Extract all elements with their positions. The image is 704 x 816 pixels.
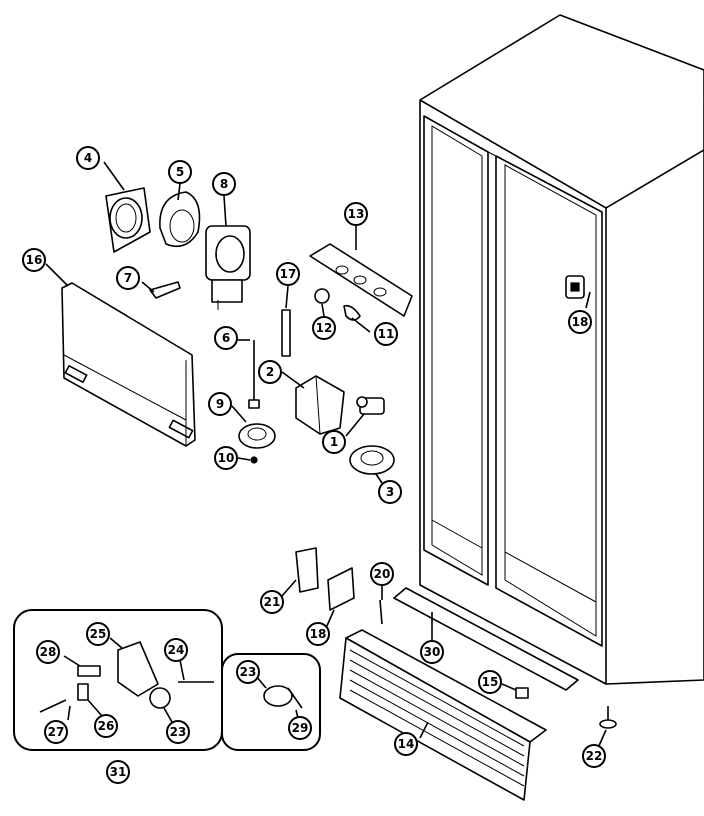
svg-text:6: 6 xyxy=(222,331,230,345)
callout-18-cabinet: 18 xyxy=(568,310,592,334)
callout-16: 16 xyxy=(22,248,46,272)
callout-13: 13 xyxy=(344,202,368,226)
svg-text:28: 28 xyxy=(40,645,57,659)
hinge-plate-25 xyxy=(117,641,159,697)
svg-text:16: 16 xyxy=(26,253,43,267)
shim-28 xyxy=(77,665,101,677)
callout-5: 5 xyxy=(168,160,192,184)
grommet-part xyxy=(238,423,276,449)
svg-text:24: 24 xyxy=(168,643,185,657)
svg-text:12: 12 xyxy=(316,321,333,335)
callout-11: 11 xyxy=(374,322,398,346)
fan-shroud-part xyxy=(105,187,151,253)
roller-23a xyxy=(149,687,171,709)
fan-grille-part xyxy=(159,191,201,248)
roller-23b xyxy=(263,685,293,707)
callout-12: 12 xyxy=(312,316,336,340)
callout-31: 31 xyxy=(106,760,130,784)
svg-text:15: 15 xyxy=(482,675,499,689)
callout-28: 28 xyxy=(36,640,60,664)
svg-text:10: 10 xyxy=(218,451,235,465)
callout-30: 30 xyxy=(420,640,444,664)
callout-3: 3 xyxy=(378,480,402,504)
svg-text:27: 27 xyxy=(48,725,65,739)
callout-17: 17 xyxy=(276,262,300,286)
callout-22: 22 xyxy=(582,744,606,768)
svg-text:23: 23 xyxy=(240,665,257,679)
toe-rail-part xyxy=(393,587,579,691)
screw-29 xyxy=(287,687,303,709)
callout-29: 29 xyxy=(288,716,312,740)
callout-26: 26 xyxy=(94,714,118,738)
callout-8: 8 xyxy=(212,172,236,196)
mounting-screw-part xyxy=(248,340,260,409)
svg-text:31: 31 xyxy=(110,765,127,779)
svg-text:8: 8 xyxy=(220,177,228,191)
callout-23-box: 23 xyxy=(236,660,260,684)
toe-grille-part xyxy=(339,629,547,801)
screw-10-part xyxy=(250,456,258,464)
svg-text:14: 14 xyxy=(398,737,415,751)
callout-15: 15 xyxy=(478,670,502,694)
callout-20: 20 xyxy=(370,562,394,586)
svg-text:2: 2 xyxy=(266,365,274,379)
svg-text:17: 17 xyxy=(280,267,297,281)
clip-15-part xyxy=(515,687,529,699)
light-bulb-part xyxy=(343,304,361,321)
svg-text:26: 26 xyxy=(98,719,115,733)
svg-text:20: 20 xyxy=(374,567,391,581)
svg-text:18: 18 xyxy=(310,627,327,641)
svg-text:1: 1 xyxy=(330,435,338,449)
svg-text:23: 23 xyxy=(170,725,187,739)
svg-text:3: 3 xyxy=(386,485,394,499)
callout-6: 6 xyxy=(214,326,238,350)
part-19 xyxy=(327,567,355,611)
thermostat-part xyxy=(356,396,385,415)
pin-27 xyxy=(39,699,67,713)
callout-10: 10 xyxy=(214,446,238,470)
leader-lines xyxy=(45,161,607,749)
channel-rail-part xyxy=(309,243,413,317)
svg-text:21: 21 xyxy=(264,595,281,609)
svg-text:30: 30 xyxy=(424,645,441,659)
evaporator-fan-motor-part xyxy=(205,225,251,310)
callout-2: 2 xyxy=(258,360,282,384)
callout-4: 4 xyxy=(76,146,100,170)
leveling-leg-part xyxy=(599,706,617,729)
defrost-bracket-part xyxy=(295,375,345,435)
callout-23-kit: 23 xyxy=(166,720,190,744)
refrigerator-cabinet xyxy=(419,14,704,685)
svg-text:9: 9 xyxy=(216,397,224,411)
part-21 xyxy=(295,547,319,593)
screw-20-part xyxy=(379,599,383,625)
svg-text:4: 4 xyxy=(84,151,92,165)
callout-25: 25 xyxy=(86,622,110,646)
light-socket-part xyxy=(314,288,330,304)
svg-text:18: 18 xyxy=(572,315,589,329)
callout-18-lower: 18 xyxy=(306,622,330,646)
svg-text:5: 5 xyxy=(176,165,184,179)
svg-text:25: 25 xyxy=(90,627,107,641)
hinge-kit-box xyxy=(13,609,321,751)
callout-9: 9 xyxy=(208,392,232,416)
fan-clip-part xyxy=(149,281,181,299)
svg-text:13: 13 xyxy=(348,207,365,221)
evaporator-cover-panel xyxy=(61,282,196,447)
hinge-26 xyxy=(77,683,89,701)
svg-text:22: 22 xyxy=(586,749,603,763)
svg-text:11: 11 xyxy=(378,327,395,341)
callout-27: 27 xyxy=(44,720,68,744)
callout-7: 7 xyxy=(116,266,140,290)
callout-14: 14 xyxy=(394,732,418,756)
callout-21: 21 xyxy=(260,590,284,614)
callout-24: 24 xyxy=(164,638,188,662)
bracket-17-part xyxy=(281,309,291,357)
svg-text:29: 29 xyxy=(292,721,309,735)
grommet-3-part xyxy=(349,445,395,475)
svg-text:7: 7 xyxy=(124,271,132,285)
callout-1: 1 xyxy=(322,430,346,454)
